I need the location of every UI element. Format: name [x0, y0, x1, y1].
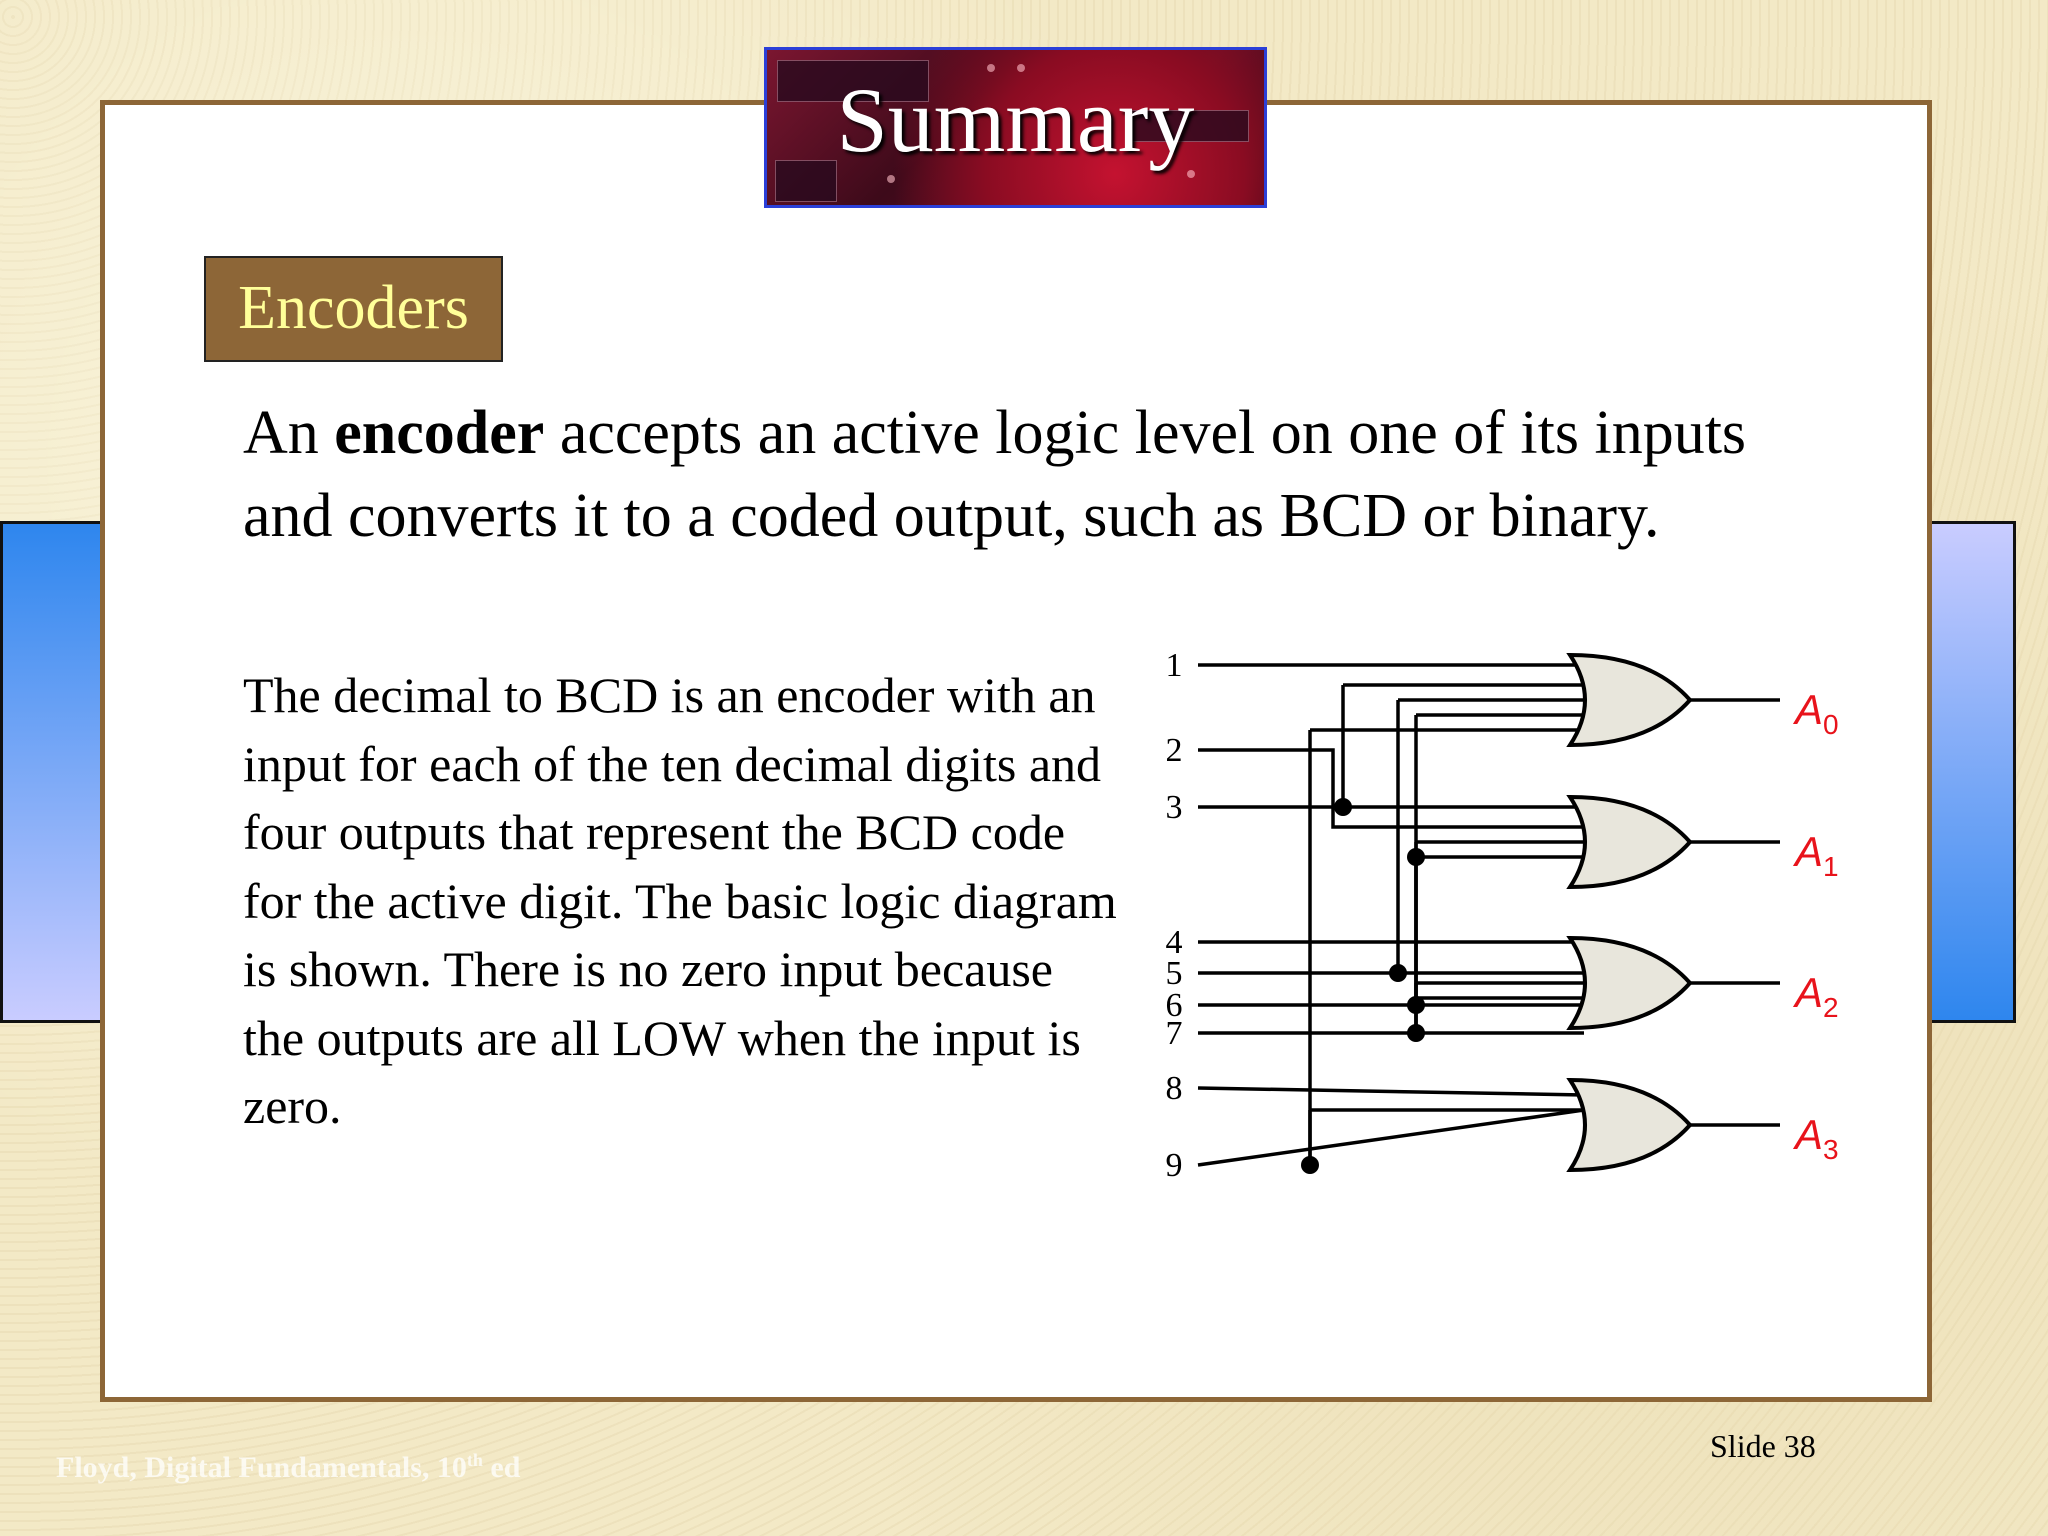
input-wire-2 — [1198, 748, 1584, 829]
right-decor-panel — [1925, 521, 2016, 1023]
or-gate-1 — [1566, 794, 1693, 890]
footer-citation: Floyd, Digital Fundamentals, 10th ed — [56, 1450, 520, 1485]
circuit-pad-graphic — [887, 175, 895, 183]
input-label-6: 6 — [1166, 987, 1183, 1024]
intro-text-end: accepts an active logic level on one of … — [243, 399, 1747, 550]
circuit-pad-graphic — [1187, 170, 1195, 178]
circuit-chip-graphic — [777, 60, 929, 102]
input-label-9: 9 — [1166, 1147, 1183, 1184]
slide-title: Summary — [836, 69, 1195, 171]
junction-dot-3 — [1334, 798, 1352, 816]
circuit-pad-graphic — [1017, 64, 1025, 72]
input-label-7: 7 — [1166, 1015, 1183, 1052]
slide-number: Slide 38 — [1710, 1428, 1816, 1464]
input-wire-9 — [1197, 1108, 1585, 1167]
intro-text-start: An — [243, 399, 335, 467]
input-label-5: 5 — [1166, 955, 1183, 992]
input-label-8: 8 — [1166, 1070, 1183, 1107]
input-label-3: 3 — [1166, 789, 1183, 826]
footer-superscript: th — [466, 1450, 483, 1470]
or-gate-2 — [1566, 935, 1693, 1031]
output-label-3: A3 — [1792, 1111, 1839, 1165]
left-decor-panel — [0, 521, 110, 1023]
circuit-chip-graphic — [775, 160, 837, 202]
footer-suffix: ed — [482, 1451, 521, 1484]
intro-key-term: encoder — [334, 399, 545, 467]
body-paragraph: The decimal to BCD is an encoder with an… — [243, 667, 1117, 1134]
title-banner: Summary — [764, 47, 1267, 208]
circuit-pad-graphic — [987, 64, 995, 72]
section-tag: Encoders — [204, 256, 503, 362]
footer-text: Floyd, Digital Fundamentals, 10 — [56, 1451, 467, 1484]
input-wire-8 — [1197, 1086, 1585, 1097]
junction-dot-5 — [1389, 964, 1407, 982]
output-label-0: A0 — [1792, 686, 1839, 740]
input-label-2: 2 — [1166, 732, 1183, 769]
input-label-1: 1 — [1166, 647, 1183, 684]
or-gate-3 — [1566, 1077, 1693, 1173]
junction-dot-7 — [1407, 1024, 1425, 1042]
junction-dot-7 — [1407, 848, 1425, 866]
junction-dot-9 — [1301, 1156, 1319, 1174]
circuit-chip-graphic — [1127, 110, 1249, 142]
output-label-1: A1 — [1792, 828, 1839, 882]
input-label-4: 4 — [1166, 924, 1183, 961]
or-gate-0 — [1566, 652, 1693, 748]
output-label-2: A2 — [1792, 969, 1839, 1023]
intro-paragraph: An encoder accepts an active logic level… — [243, 392, 1843, 558]
